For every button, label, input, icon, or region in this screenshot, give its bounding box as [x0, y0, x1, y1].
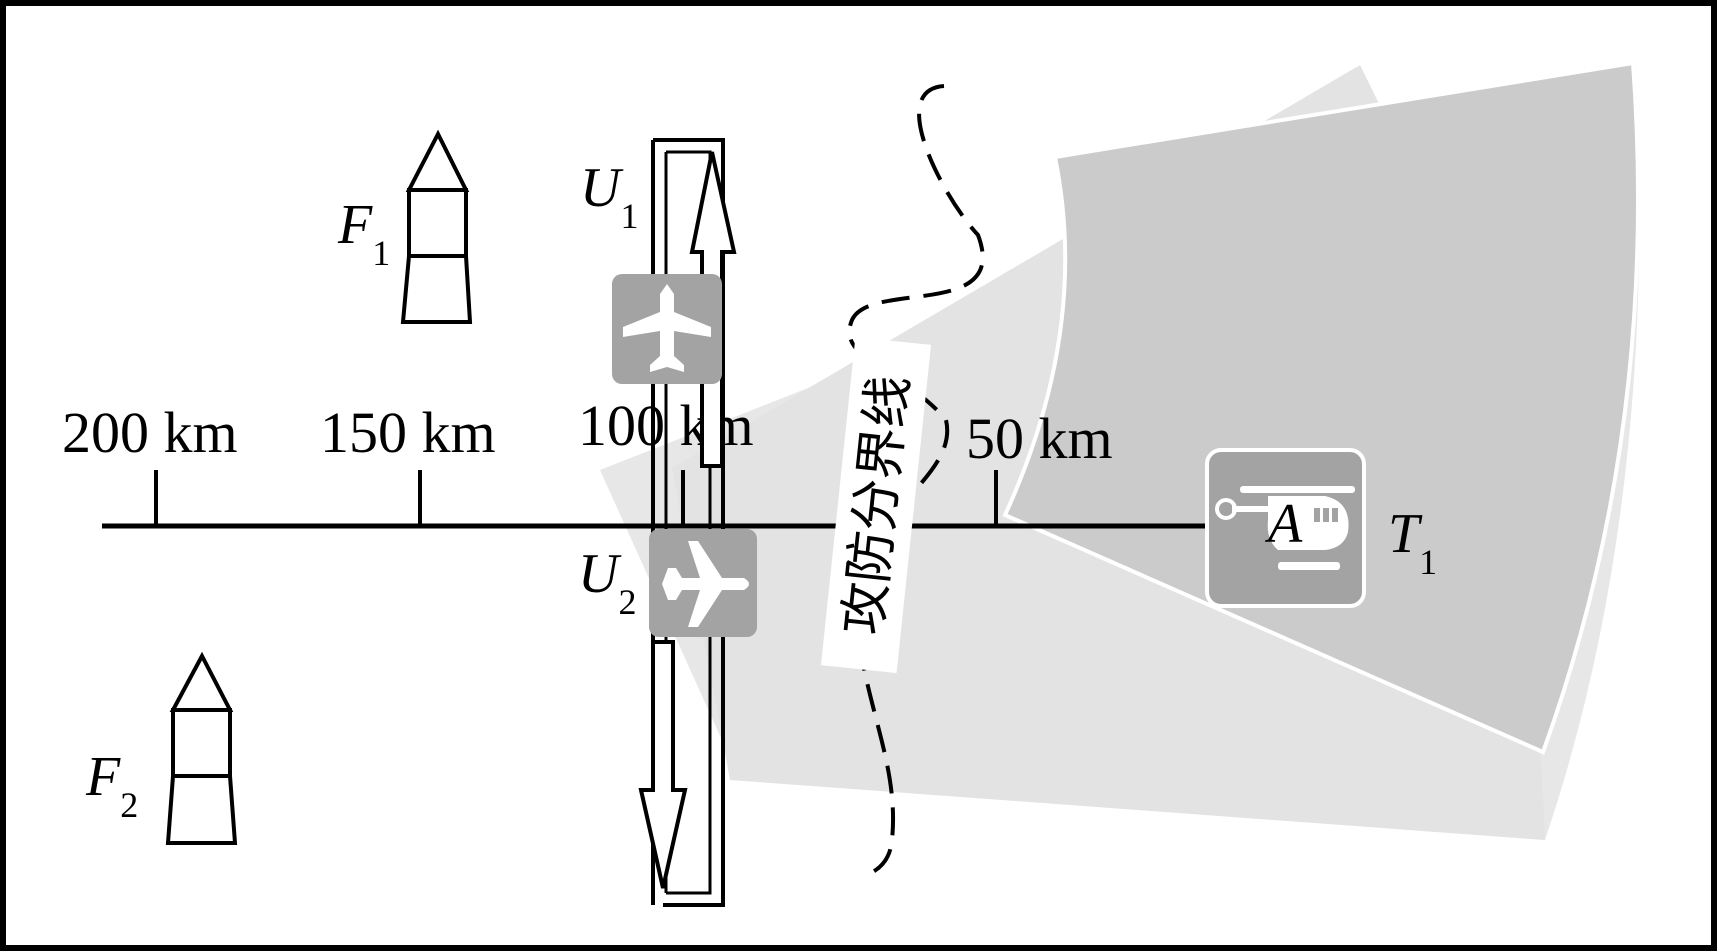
f1-missile-tail	[400, 254, 473, 324]
boundary-label-bg	[820, 336, 932, 674]
tick-label-150km: 150 km	[320, 400, 496, 465]
t1-label: T1	[1388, 503, 1437, 582]
f1-label: F1	[337, 194, 390, 273]
tick-label-50km: 50 km	[966, 406, 1113, 471]
f1-missile	[400, 129, 473, 324]
arrow-down-icon	[638, 640, 688, 889]
f2-missile-body	[171, 708, 232, 778]
f2-label: F2	[85, 746, 138, 825]
u2-letter: U	[578, 543, 622, 605]
u2-aircraft	[649, 529, 757, 637]
f1-missile-body	[407, 188, 468, 258]
sector-inner	[1002, 60, 1641, 755]
tick-label-200km: 200 km	[62, 400, 238, 465]
u1-subscript: 1	[620, 196, 638, 236]
f1-letter: F	[337, 194, 373, 256]
f2-missile-tail	[165, 774, 238, 845]
airplane-top-view-icon	[623, 284, 711, 372]
a-label: A	[1264, 493, 1303, 555]
u1-label: U1	[580, 157, 638, 236]
t1-letter: T	[1388, 503, 1423, 565]
f1-subscript: 1	[372, 233, 390, 273]
t1-subscript: 1	[1419, 542, 1437, 582]
u1-aircraft	[612, 274, 722, 384]
f2-subscript: 2	[120, 785, 138, 825]
a-helicopter	[1205, 448, 1366, 608]
u2-label: U2	[578, 543, 636, 622]
helicopter-windows	[1314, 508, 1338, 522]
boundary-line	[847, 84, 985, 878]
airplane-side-view-icon	[662, 541, 749, 627]
f2-missile	[165, 651, 238, 845]
f2-letter: F	[85, 746, 121, 808]
u2-subscript: 2	[618, 582, 636, 622]
u1-letter: U	[580, 157, 624, 219]
